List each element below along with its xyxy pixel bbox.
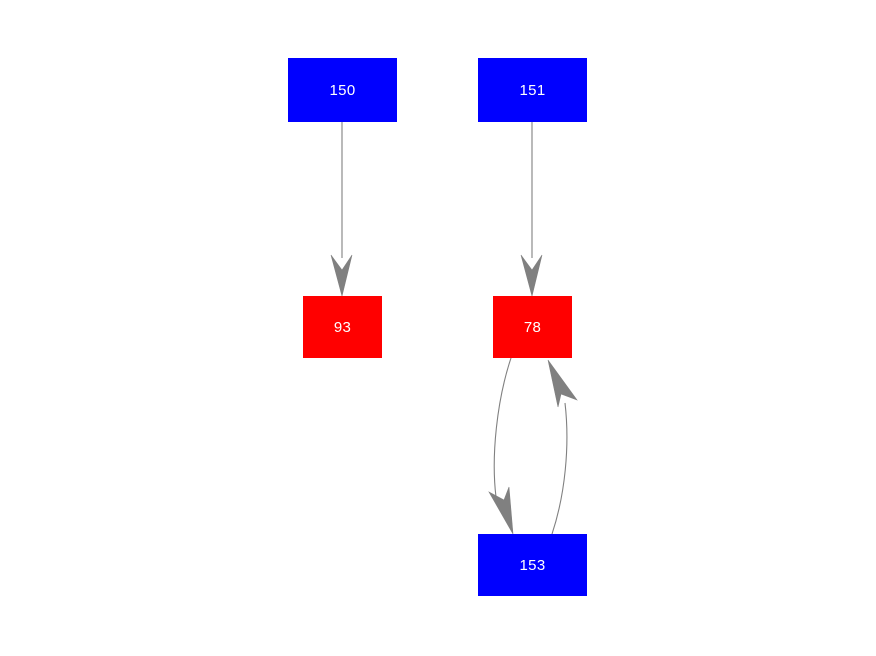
- graph-node-78[interactable]: 78: [493, 296, 572, 358]
- graph-node-153[interactable]: 153: [478, 534, 587, 596]
- graph-node-151[interactable]: 151: [478, 58, 587, 122]
- arrowhead-78-153: [488, 486, 514, 535]
- arrowhead-151-78: [520, 254, 543, 297]
- edge-153-to-78: [547, 359, 578, 535]
- arrowhead-150-93: [330, 254, 353, 297]
- node-label-151: 151: [519, 81, 546, 99]
- node-label-78: 78: [523, 318, 542, 336]
- edge-line-78-153: [493, 357, 512, 498]
- node-label-93: 93: [333, 318, 352, 336]
- arrowhead-153-78: [547, 359, 578, 408]
- edge-151-to-78: [520, 122, 543, 297]
- graph-node-150[interactable]: 150: [288, 58, 397, 122]
- edge-line-153-78: [551, 402, 568, 535]
- edge-150-to-93: [330, 122, 353, 297]
- edge-78-to-153: [488, 357, 514, 535]
- graph-node-93[interactable]: 93: [303, 296, 382, 358]
- node-label-153: 153: [519, 556, 546, 574]
- node-label-150: 150: [329, 81, 356, 99]
